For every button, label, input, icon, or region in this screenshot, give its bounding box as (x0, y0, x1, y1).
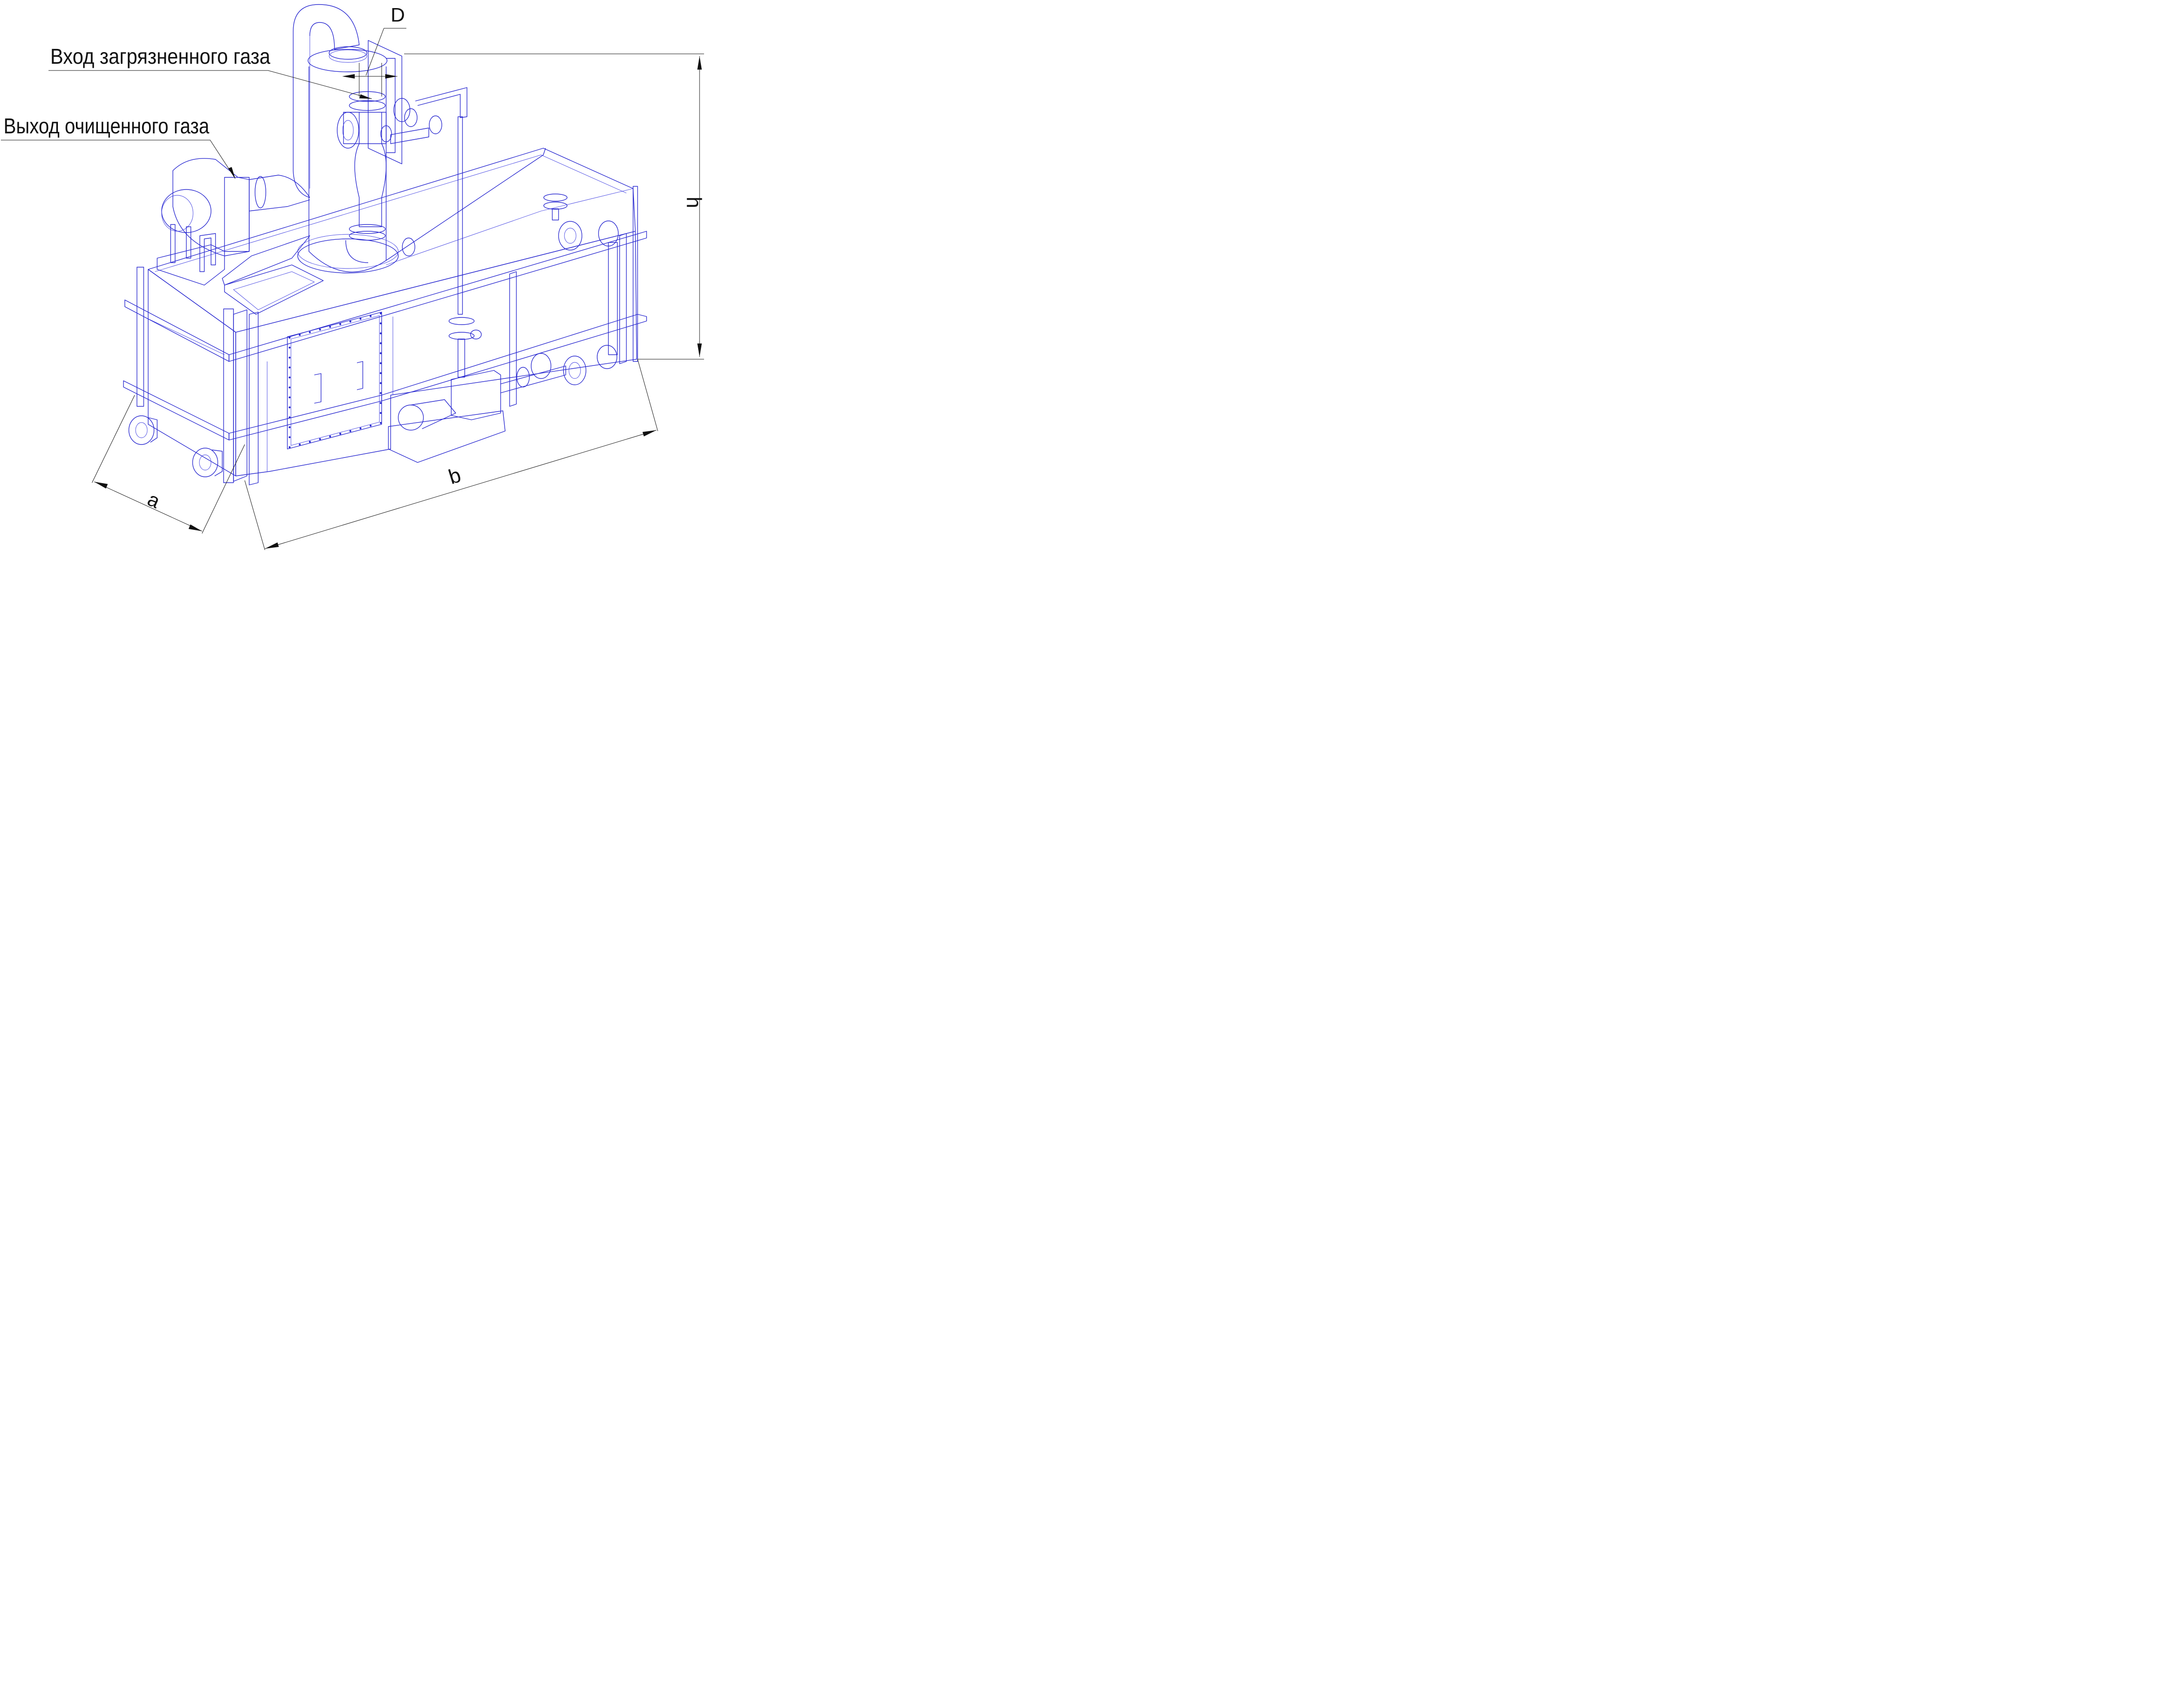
hatch-bolt (308, 440, 311, 443)
dimension-D: D (342, 4, 406, 97)
dimension-a: a (92, 395, 245, 534)
dimension-h: h (404, 53, 704, 360)
inspection-hatch (287, 312, 382, 449)
hatch-bolt (359, 427, 362, 430)
hatch-bolt (370, 424, 372, 427)
hatch-bolt (379, 372, 382, 374)
scrubber-isometric-drawing: D h a b Вход загрязненного газа Выход оч… (1, 4, 704, 550)
hatch-bolt (299, 443, 301, 446)
hatch-bolt (339, 432, 341, 435)
hatch-bolt (329, 326, 331, 328)
fan-blower (157, 158, 324, 315)
hatch-bolt (288, 446, 291, 449)
hatch-bolt (370, 315, 372, 317)
hatch-handle-left (314, 373, 321, 404)
tank-body (123, 148, 647, 485)
hatch-bolt (379, 342, 382, 344)
hatch-bolt (288, 386, 291, 389)
outlet-label: Выход очищенного газа (4, 114, 209, 138)
hatch-bolt (288, 336, 291, 339)
hatch-bolt (339, 323, 341, 326)
callout-inlet: Вход загрязненного газа (48, 45, 372, 99)
hatch-bolt (288, 366, 291, 369)
hatch-bolt (288, 416, 291, 418)
hatch-bolt (319, 328, 321, 331)
hatch-bolt (288, 357, 291, 359)
hatch-bolt (288, 426, 291, 428)
dimension-b-label: b (446, 463, 464, 489)
hatch-bolt (308, 331, 311, 334)
hatch-bolt (379, 412, 382, 414)
drawing-canvas: D h a b Вход загрязненного газа Выход оч… (0, 0, 704, 553)
hatch-bolt (359, 317, 362, 320)
hatch-bolt (329, 435, 331, 438)
hatch-bolt (379, 322, 382, 325)
dimension-D-label: D (391, 4, 405, 26)
hatch-bolt (379, 392, 382, 394)
inlet-label: Вход загрязненного газа (50, 45, 270, 69)
tank-nozzles (128, 194, 619, 477)
dimension-a-label: a (144, 488, 163, 513)
hatch-bolt (319, 438, 321, 440)
hatch-bolt (299, 334, 301, 336)
pump-unit (388, 353, 586, 463)
inlet-piping (368, 40, 482, 378)
hatch-handle-right (357, 361, 363, 390)
hatch-bolt (379, 352, 382, 354)
hatch-bolt (379, 362, 382, 365)
hatch-bolt (288, 347, 291, 349)
callout-outlet: Выход очищенного газа (1, 114, 236, 179)
hatch-bolt (379, 312, 382, 315)
hatch-bolt (379, 382, 382, 384)
hatch-bolt (349, 430, 352, 432)
scrubber-column (293, 4, 399, 273)
hatch-bolt (288, 436, 291, 438)
hatch-bolt (288, 406, 291, 409)
hatch-bolts (288, 312, 382, 449)
dimension-h-label: h (682, 197, 704, 208)
hatch-bolt (379, 332, 382, 335)
hatch-bolt (379, 422, 382, 424)
hatch-bolt (349, 320, 352, 323)
hatch-bolt (379, 402, 382, 404)
hatch-bolt (288, 396, 291, 399)
hatch-bolt (288, 376, 291, 379)
